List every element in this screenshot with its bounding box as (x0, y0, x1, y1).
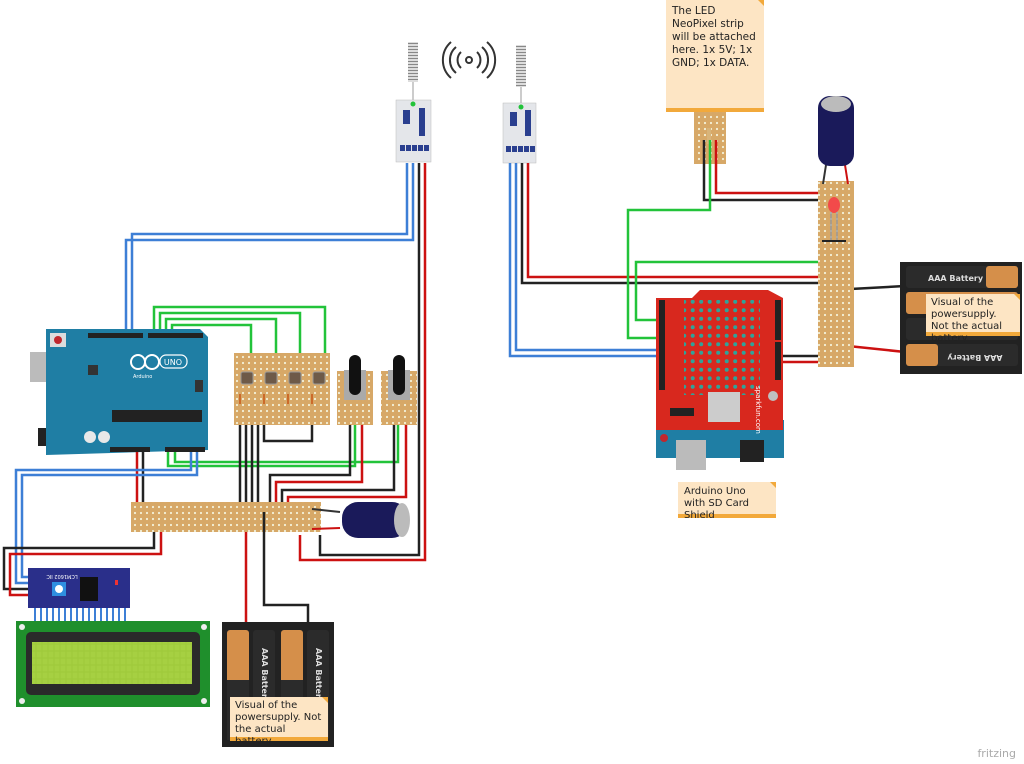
lcd-1602-display (16, 621, 210, 707)
wires-right-rf (508, 163, 821, 358)
wires-left-rf (124, 163, 427, 562)
lcd-module-label: LCM1602 IIC (46, 573, 78, 579)
wires-main-board-out (2, 512, 310, 630)
arduino-uno-left: UNO Arduino (30, 329, 208, 455)
shield-reset-button[interactable] (768, 391, 778, 401)
rf-module-right (502, 45, 537, 164)
antenna-coil-right (516, 45, 526, 87)
battery-label-left-2: AAA Battery (314, 648, 323, 704)
button-board (234, 353, 330, 425)
battery-label-left-1: AAA Battery (260, 648, 269, 704)
lcd-i2c-backpack: LCM1602 IIC (28, 568, 130, 622)
fritzing-watermark: fritzing (977, 747, 1016, 760)
rf-module-left (395, 42, 432, 163)
battery-pack-right: AAA Battery AAA Battery (900, 262, 1022, 374)
pushbutton-3[interactable] (288, 371, 302, 385)
main-stripboard (131, 502, 321, 532)
capacitor-right (818, 96, 854, 185)
antenna-coil-left (408, 42, 418, 82)
wireless-signal-icon (441, 41, 497, 79)
pushbutton-4[interactable] (312, 371, 326, 385)
note-neopixel: The LED NeoPixel strip will be attached … (666, 0, 764, 112)
pushbutton-1[interactable] (240, 371, 254, 385)
note-arduino-sd: Arduino Uno with SD Card Shield (678, 482, 776, 521)
usb-port-right (676, 440, 706, 470)
battery-label-right-2: AAA Battery (947, 353, 1003, 362)
right-stripboard (818, 181, 854, 367)
potentiometer-1[interactable] (337, 355, 373, 425)
sparkfun-brand: sparkfun.com (754, 386, 762, 434)
red-led (828, 197, 840, 213)
lcd-screen (32, 642, 192, 684)
arduino-sd-shield: sparkfun.com (656, 290, 784, 470)
pushbutton-2[interactable] (264, 371, 278, 385)
uno-logo-text: UNO (164, 358, 182, 367)
battery-label-right-1: AAA Battery (928, 274, 984, 283)
note-battery-right: Visual of the powersupply. Not the actua… (926, 294, 1020, 344)
reset-button[interactable] (54, 336, 62, 344)
potentiometer-2[interactable] (381, 355, 417, 425)
arduino-brand-text: Arduino (133, 374, 152, 380)
capacitor-left (311, 502, 410, 538)
note-battery-left: Visual of the powersupply. Not the actua… (230, 697, 328, 747)
